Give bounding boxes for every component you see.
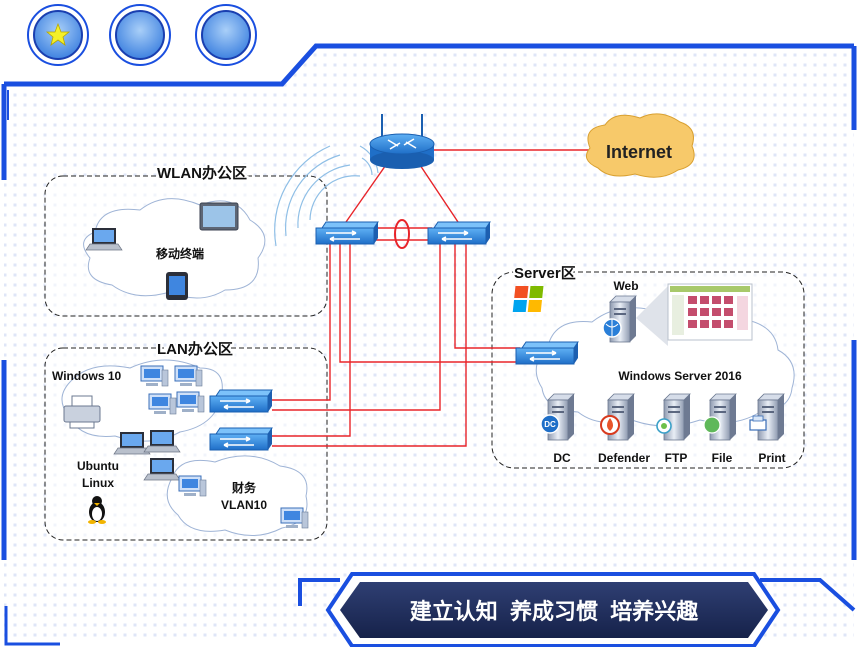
penguin-icon — [88, 496, 106, 524]
platform-label: Windows Server 2016 — [618, 369, 742, 383]
router-icon[interactable] — [369, 114, 435, 169]
website-thumbnail — [667, 283, 753, 341]
core-switch-left[interactable] — [315, 221, 379, 245]
tablet-icon — [199, 202, 239, 231]
web-label: Web — [613, 279, 638, 293]
windows-logo-icon — [512, 286, 544, 312]
lan-access-switch-2[interactable] — [209, 427, 273, 451]
core-switch-right[interactable] — [427, 221, 491, 245]
slogan-text: 建立认知 养成习惯 培养兴趣 — [410, 599, 698, 624]
server-dc[interactable]: DC — [540, 393, 575, 441]
ubuntu-label: Ubuntu — [77, 459, 119, 473]
star-icon — [45, 22, 71, 46]
server-label-print: Print — [758, 451, 785, 465]
internet-cloud[interactable]: Internet — [585, 113, 695, 178]
link-aggregation-ring — [394, 219, 410, 249]
server-label-dc: DC — [553, 451, 571, 465]
circle-button-3[interactable] — [195, 4, 257, 66]
server-print[interactable] — [749, 393, 785, 441]
wlan-zone-title: WLAN办公区 — [157, 164, 247, 182]
server-file[interactable] — [703, 393, 737, 441]
server-zone-title: Server区 — [514, 265, 576, 282]
server-label-ftp: FTP — [665, 451, 688, 465]
server-switch[interactable] — [515, 341, 579, 365]
server-defender[interactable] — [600, 393, 635, 441]
phone-icon — [166, 272, 188, 300]
svg-text:DC: DC — [544, 420, 556, 429]
finance-label: 财务 — [231, 480, 257, 495]
vlan10-label: VLAN10 — [221, 498, 267, 512]
lan-zone-title: LAN办公区 — [157, 340, 233, 358]
network-links — [272, 149, 590, 447]
server-label-defender: Defender — [598, 451, 650, 465]
slogan-banner: 建立认知 养成习惯 培养兴趣 — [325, 572, 781, 648]
linux-label: Linux — [82, 476, 114, 490]
server-label-file: File — [712, 451, 733, 465]
windows10-label: Windows 10 — [52, 369, 122, 383]
circle-button-2[interactable] — [109, 4, 171, 66]
server-ftp[interactable] — [656, 393, 691, 441]
lan-access-switch-1[interactable] — [209, 389, 273, 413]
mobile-terminal-label: 移动终端 — [156, 246, 204, 261]
star-circle-button[interactable] — [27, 4, 89, 66]
web-server[interactable] — [602, 286, 668, 346]
internet-label: Internet — [606, 142, 672, 162]
printer-icon — [63, 395, 101, 429]
